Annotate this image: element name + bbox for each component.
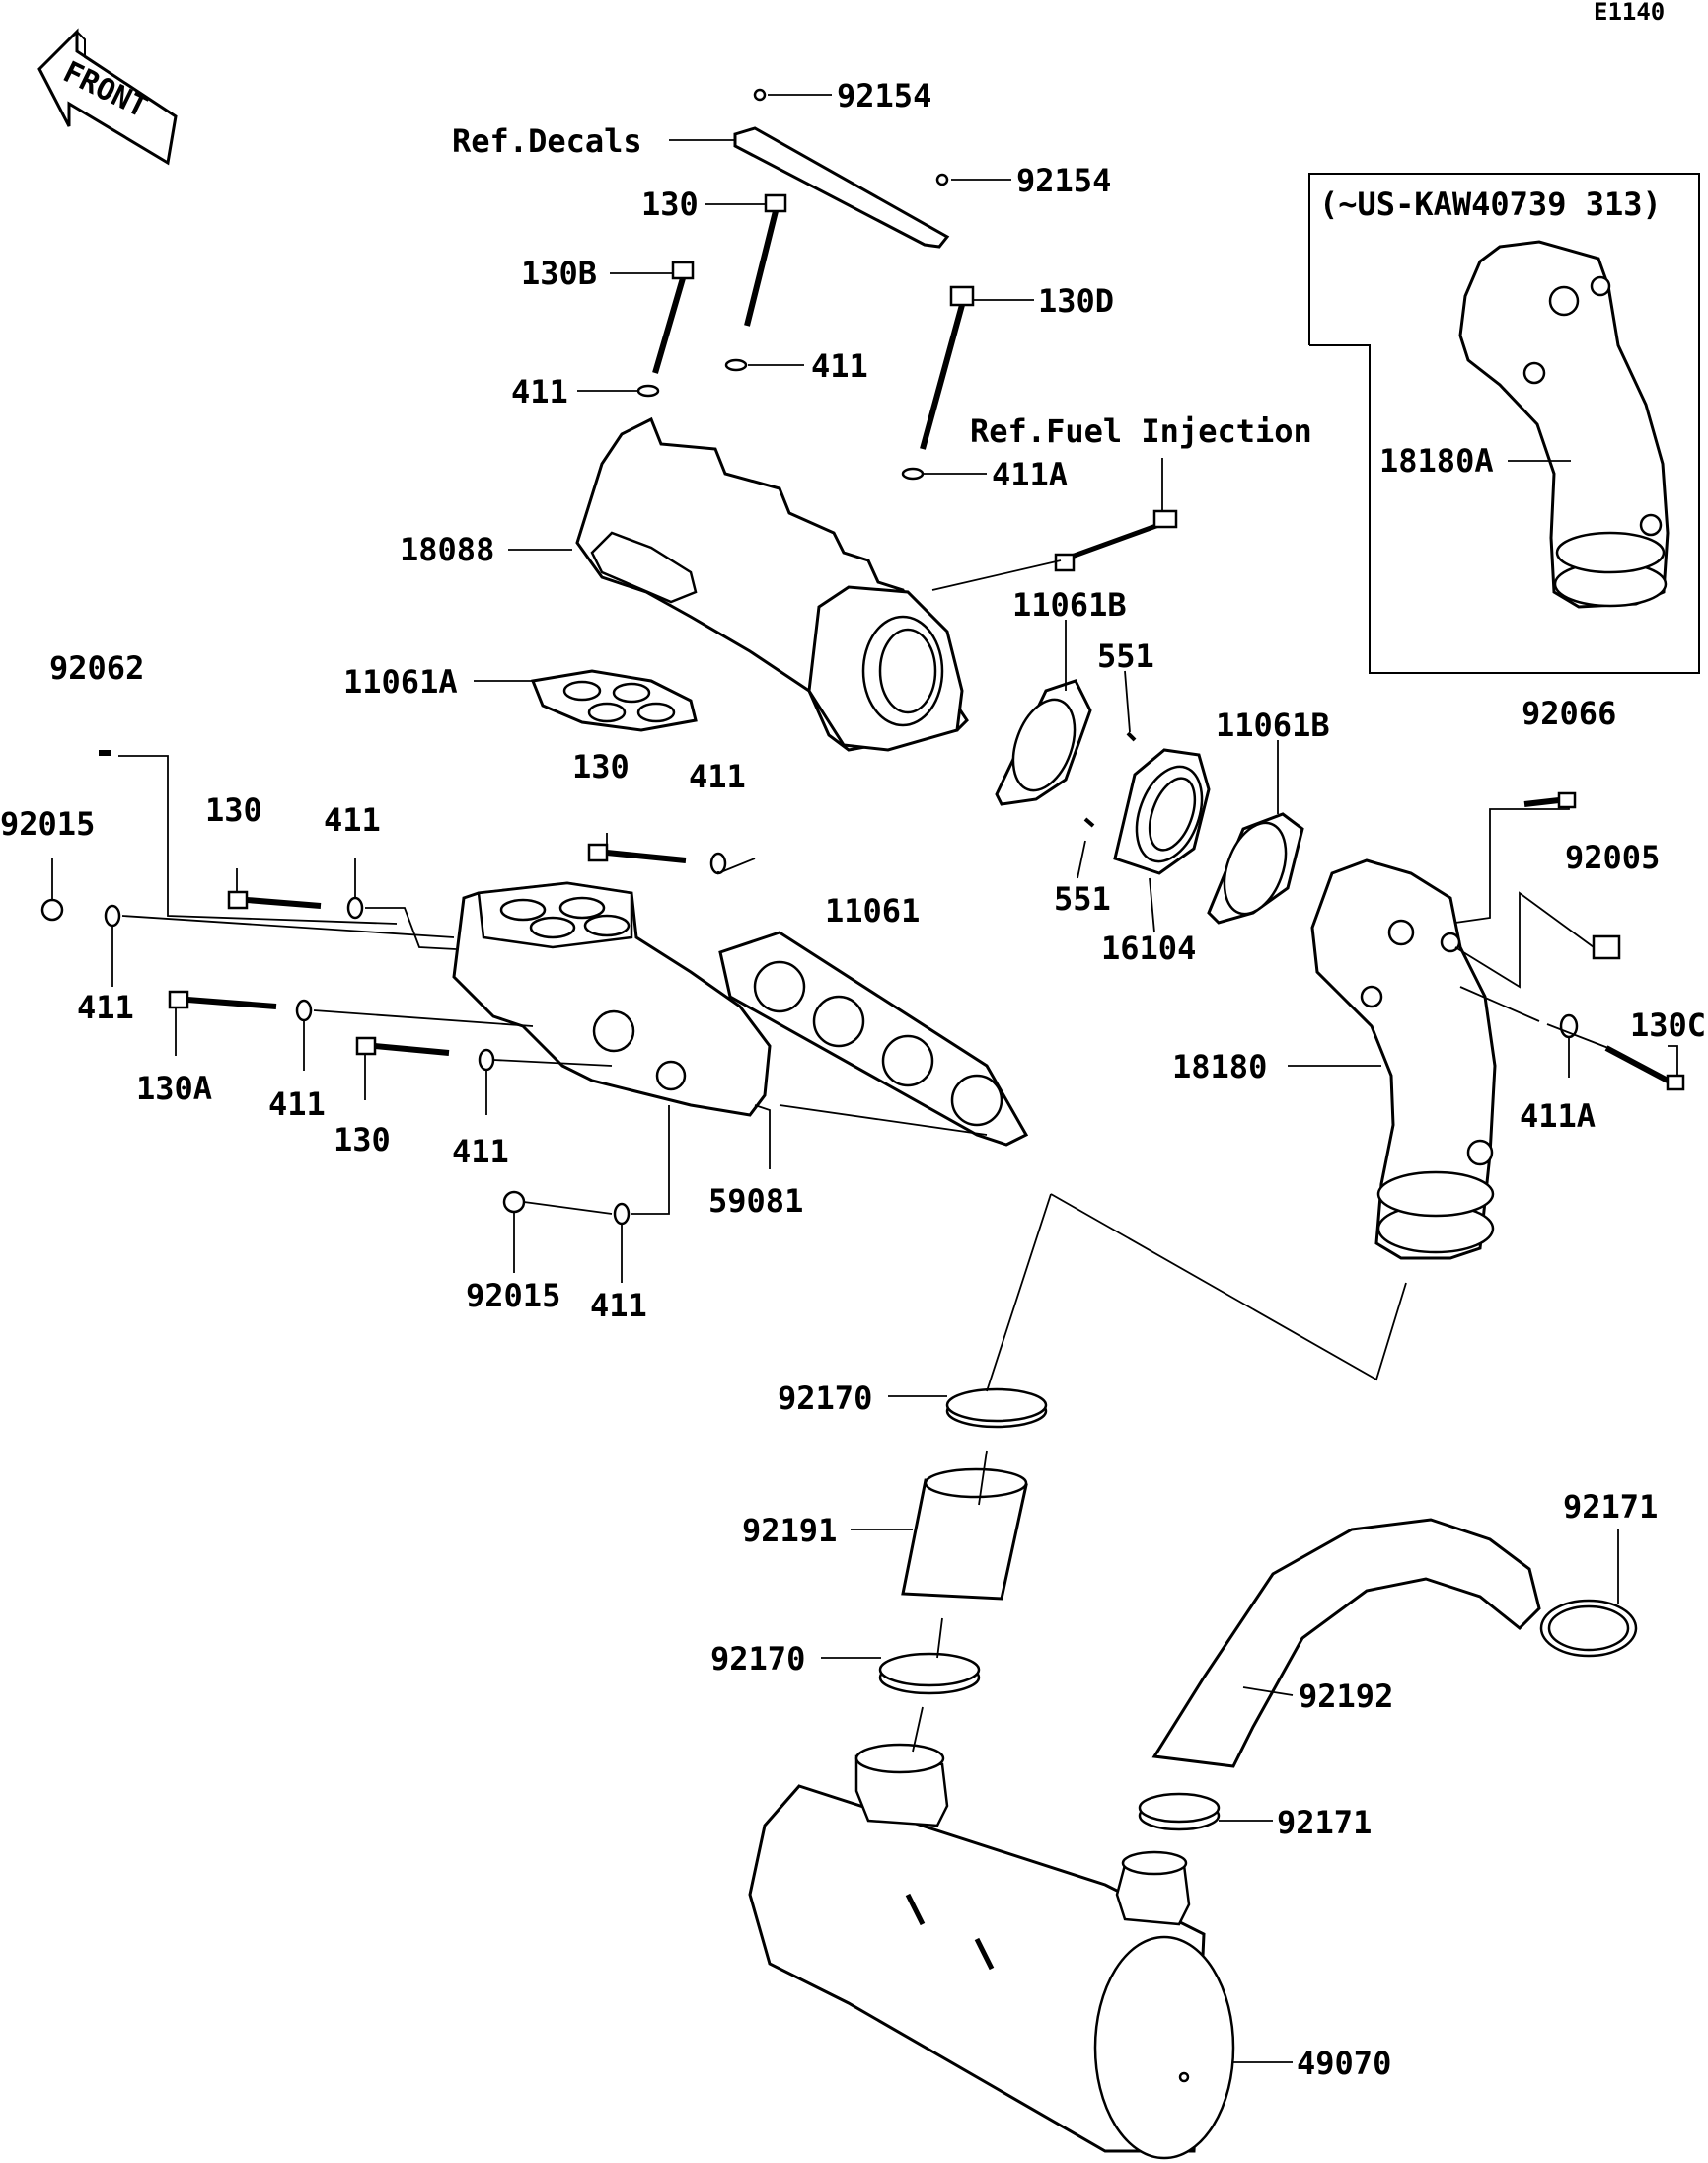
label-11061b-left: 11061B <box>1012 586 1127 624</box>
clamp-92170-top <box>945 1387 1048 1429</box>
washer-411a-right <box>1559 1013 1579 1039</box>
washer-411-bottom <box>613 1202 631 1226</box>
label-411-left-top: 411 <box>511 373 568 410</box>
label-92171-bottom: 92171 <box>1277 1804 1372 1841</box>
washer-411-left <box>346 896 364 920</box>
label-49070: 49070 <box>1297 2045 1391 2082</box>
label-551-top: 551 <box>1097 637 1154 675</box>
stud-130c <box>1604 1045 1685 1091</box>
label-130-b: 130 <box>334 1121 391 1158</box>
label-92154b: 92154 <box>1016 162 1111 199</box>
washer-411-b1 <box>295 999 313 1022</box>
clamp-92171-bottom <box>1138 1792 1221 1831</box>
label-130-left: 130 <box>205 791 262 829</box>
nut-92005 <box>1592 934 1621 960</box>
exhaust-manifold-59081 <box>452 881 772 1117</box>
label-130d: 130D <box>1038 282 1114 320</box>
hose-92192 <box>1151 1518 1541 1768</box>
filter-16104 <box>1113 748 1211 875</box>
label-411-far-left: 411 <box>77 989 134 1026</box>
label-130-top: 130 <box>641 186 699 223</box>
label-18180: 18180 <box>1172 1048 1267 1085</box>
bolt-130d <box>920 285 975 450</box>
bolt-130b <box>652 261 695 374</box>
washer-411-mid <box>709 852 727 875</box>
label-18088: 18088 <box>400 531 494 568</box>
washer-411-b <box>724 358 748 372</box>
label-92062: 92062 <box>49 649 144 687</box>
muffler-49070 <box>748 1743 1235 2160</box>
label-411a-right: 411A <box>1520 1097 1596 1135</box>
clamp-92171-top <box>1539 1599 1638 1658</box>
label-411-b2: 411 <box>452 1133 509 1170</box>
label-130b: 130B <box>521 255 597 292</box>
label-92191: 92191 <box>742 1512 837 1549</box>
label-11061: 11061 <box>825 892 920 930</box>
label-92015-top: 92015 <box>0 805 95 843</box>
bolt-130-top <box>744 193 787 327</box>
bolt-130-mid <box>587 843 687 863</box>
gasket-11061a <box>530 669 698 732</box>
bolt-92066 <box>1523 791 1577 809</box>
inset-box: (~US-KAW40739 313) <box>1308 173 1700 674</box>
label-92066: 92066 <box>1522 695 1616 732</box>
front-arrow-icon: FRONT <box>37 28 178 166</box>
label-ref-decals: Ref.Decals <box>452 122 642 160</box>
label-18180a: 18180A <box>1379 442 1494 480</box>
coupler-92191 <box>901 1467 1028 1601</box>
bolt-130-b <box>355 1036 450 1056</box>
leader-lines <box>51 94 1678 2063</box>
label-92170-top: 92170 <box>778 1380 872 1417</box>
pin-551-top <box>1126 731 1137 742</box>
exhaust-elbow-inset <box>1458 240 1670 609</box>
label-411-bottom: 411 <box>590 1287 647 1324</box>
screw-92154b <box>935 173 949 186</box>
label-11061b-right: 11061B <box>1216 707 1330 744</box>
label-130-mid: 130 <box>572 748 630 785</box>
exhaust-elbow-18180 <box>1310 858 1497 1260</box>
label-92192: 92192 <box>1299 1678 1393 1715</box>
label-ref-fuel-injection: Ref.Fuel Injection <box>970 412 1312 450</box>
decal-plate <box>733 126 950 249</box>
inset-caption: (~US-KAW40739 313) <box>1319 186 1662 223</box>
washer-411a-top <box>901 467 925 481</box>
label-130c: 130C <box>1630 1007 1706 1044</box>
label-92005: 92005 <box>1565 839 1660 876</box>
nut-92015-top <box>40 898 64 922</box>
label-59081: 59081 <box>708 1182 803 1220</box>
washer-411-a <box>636 384 660 398</box>
label-411-mid-top: 411 <box>811 347 868 385</box>
fuel-injection-sensor <box>1054 509 1178 572</box>
label-411-mid: 411 <box>689 758 746 795</box>
exhaust-pipe-18088 <box>575 416 969 752</box>
label-11061a: 11061A <box>343 663 458 701</box>
washer-411-far-left <box>104 904 121 928</box>
label-411-b1: 411 <box>268 1085 326 1123</box>
bolt-130-left <box>227 890 322 910</box>
washer-411-b2 <box>478 1048 495 1072</box>
label-92154a: 92154 <box>837 77 931 114</box>
clamp-92170-bottom <box>878 1652 981 1695</box>
label-130a: 130A <box>136 1070 212 1107</box>
gasket-11061 <box>718 931 1029 1147</box>
nut-92015-bottom <box>502 1190 526 1214</box>
screw-92154a <box>753 88 767 102</box>
pin-551-bottom <box>1083 817 1095 828</box>
label-92015-bottom: 92015 <box>466 1277 560 1314</box>
label-92171-top: 92171 <box>1563 1488 1658 1526</box>
bolt-130a <box>168 990 277 1009</box>
gasket-11061b-left <box>995 679 1092 806</box>
label-92170-bottom: 92170 <box>710 1640 805 1678</box>
label-16104: 16104 <box>1101 930 1196 967</box>
label-551-bottom: 551 <box>1054 880 1111 918</box>
gasket-11061b-right <box>1207 812 1304 925</box>
diagram-code: E1140 <box>1594 0 1665 26</box>
label-411-left: 411 <box>324 801 381 839</box>
label-411a-top: 411A <box>992 456 1068 493</box>
